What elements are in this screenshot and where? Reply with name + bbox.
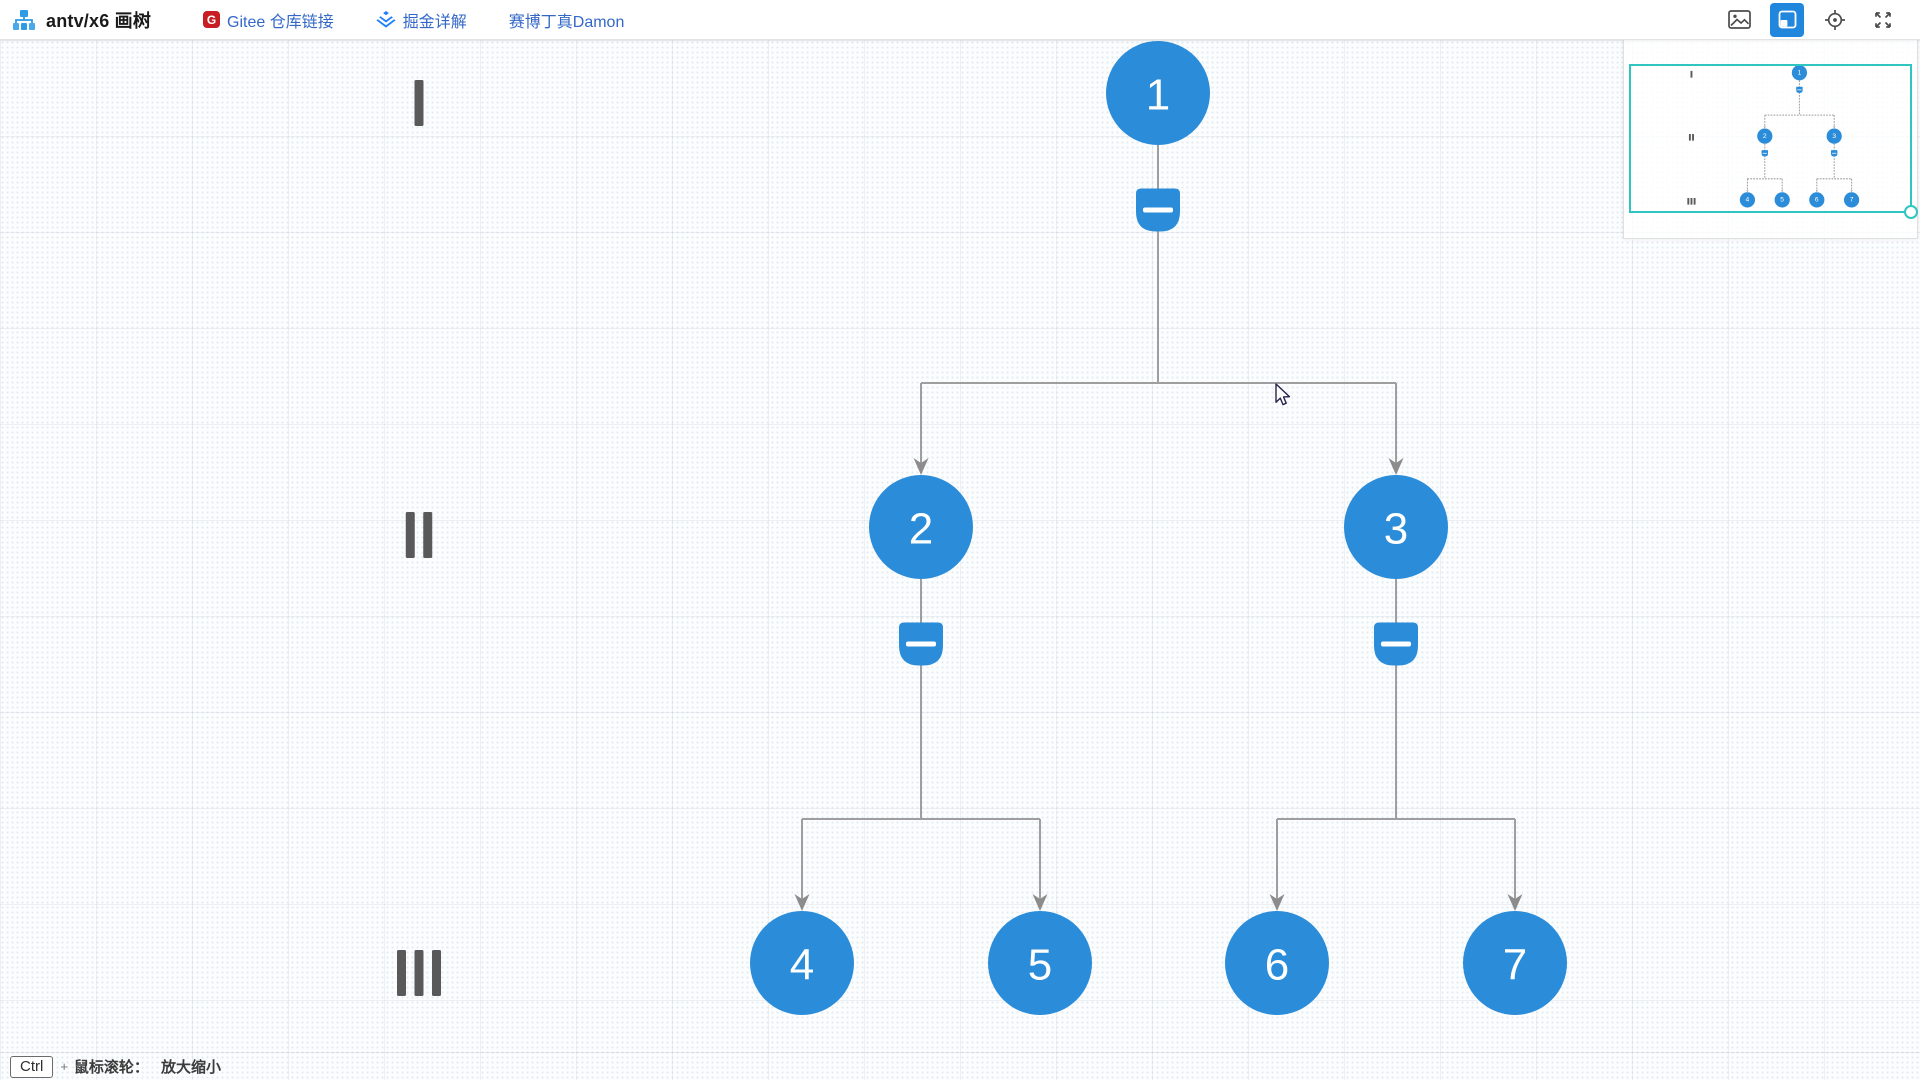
edge-arrowhead (1815, 189, 1818, 193)
edge-arrowhead (1850, 189, 1853, 193)
page-title: antv/x6 画树 (46, 10, 152, 31)
edge-arrowhead (1269, 894, 1285, 911)
row-label-I (1690, 70, 1693, 78)
row-label-I (414, 80, 424, 126)
tree-node-label: 7 (1850, 197, 1854, 204)
tree-node-3[interactable] (1344, 475, 1448, 579)
mouse-cursor (1272, 383, 1294, 412)
tree-node-6 (1809, 192, 1825, 208)
tree-node-1[interactable] (1106, 41, 1210, 145)
minus-icon (1381, 641, 1411, 647)
row-label-III (397, 950, 406, 996)
tree-node-label: 4 (790, 941, 814, 990)
image-icon (1727, 10, 1751, 29)
status-bar: Ctrl + 鼠标滚轮： 放大缩小 (0, 1052, 1920, 1080)
minimap-viewport[interactable] (1629, 64, 1918, 219)
tree-node-label: 2 (1763, 133, 1767, 140)
tree-edge (920, 145, 1397, 464)
link-gitee-repo[interactable]: G Gitee 仓库链接 (203, 8, 334, 32)
hint-value: 放大缩小 (160, 1059, 221, 1076)
row-label-II (423, 512, 433, 558)
tree-node-7 (1843, 192, 1860, 208)
edge-arrowhead (1388, 458, 1404, 475)
tree-node-label: 5 (1780, 197, 1784, 204)
header-links: G Gitee 仓库链接 掘金详解 赛博丁真Damon (203, 8, 624, 32)
kbd-ctrl: Ctrl (10, 1055, 54, 1078)
tree-node-label: 3 (1384, 505, 1408, 554)
tree-node-label: 3 (1832, 133, 1836, 140)
minimap-resize-handle[interactable] (1904, 205, 1918, 219)
tree-edge (1764, 80, 1835, 127)
edge-arrowhead (1781, 189, 1784, 193)
tree-node-label: 6 (1815, 197, 1819, 204)
tree-node-label: 6 (1265, 941, 1289, 990)
tree-node-4[interactable] (750, 911, 854, 1015)
tree-node-label: 1 (1146, 71, 1170, 120)
diagram-canvas[interactable]: 1 2 3 4 5 6 7 (0, 40, 1920, 1053)
juejin-icon (376, 10, 396, 29)
edge-arrowhead (1032, 894, 1048, 911)
edge-arrowhead (913, 458, 929, 475)
minimap-toggle-button[interactable] (1770, 2, 1804, 37)
fullscreen-icon (1875, 11, 1891, 28)
tree-node-6[interactable] (1225, 911, 1329, 1015)
app-logo-icon (12, 9, 36, 31)
tree-node-label: 2 (909, 505, 933, 554)
export-image-button[interactable] (1722, 3, 1756, 37)
tree-node-label: 7 (1503, 941, 1527, 990)
tree-node-1 (1791, 65, 1808, 81)
link-author[interactable]: 赛博丁真Damon (509, 8, 625, 32)
row-label-II (405, 512, 415, 558)
row-label-III (1690, 197, 1693, 205)
tree-node-5 (1774, 192, 1790, 208)
tree-node-2 (1757, 128, 1773, 144)
tree-edge (801, 579, 1041, 900)
minus-icon (906, 641, 936, 647)
minimap-icon (1778, 10, 1796, 29)
minimap-graph: 1 2 3 4 5 6 7 (1687, 65, 1860, 208)
fullscreen-button[interactable] (1866, 3, 1900, 37)
row-label-III (1693, 197, 1696, 205)
gitee-icon: G (203, 11, 221, 28)
row-label-III (432, 950, 441, 996)
edge-arrowhead (794, 894, 810, 911)
tree-node-5[interactable] (988, 911, 1092, 1015)
tree-node-label: 1 (1798, 70, 1802, 77)
tree-node-label: 5 (1028, 941, 1052, 990)
hint-label: 鼠标滚轮： (73, 1059, 149, 1076)
minus-icon (1832, 152, 1837, 154)
minus-icon (1797, 89, 1802, 91)
minus-icon (1762, 152, 1767, 154)
link-label: 掘金详解 (402, 13, 467, 31)
tree-node-3 (1826, 128, 1842, 144)
center-content-button[interactable] (1818, 3, 1852, 37)
row-label-II (1692, 133, 1694, 141)
link-juejin-article[interactable]: 掘金详解 (376, 8, 467, 32)
tree-node-label: 4 (1746, 197, 1750, 204)
tree-node-2[interactable] (869, 475, 973, 579)
edge-arrowhead (1746, 189, 1749, 193)
locate-icon (1825, 9, 1845, 30)
link-label: 赛博丁真Damon (508, 13, 625, 31)
row-label-II (1688, 133, 1691, 141)
toolbar: antv/x6 画树 G Gitee 仓库链接 掘金详解 赛博丁真Damon (0, 0, 1920, 40)
minimap-panel: 1 2 3 4 5 6 7 (1623, 38, 1918, 239)
tree-node-7[interactable] (1463, 911, 1567, 1015)
hint-plus: + (60, 1059, 68, 1074)
tree-node-4 (1739, 192, 1756, 208)
row-label-III (1687, 197, 1690, 205)
minus-icon (1143, 207, 1173, 213)
edge-arrowhead (1763, 126, 1766, 129)
edge-arrowhead (1507, 894, 1523, 911)
tree-edge (1276, 579, 1516, 900)
toolbar-tools (1722, 2, 1900, 37)
row-label-III (414, 950, 424, 996)
link-label: Gitee 仓库链接 (227, 13, 334, 31)
edge-arrowhead (1833, 126, 1836, 129)
